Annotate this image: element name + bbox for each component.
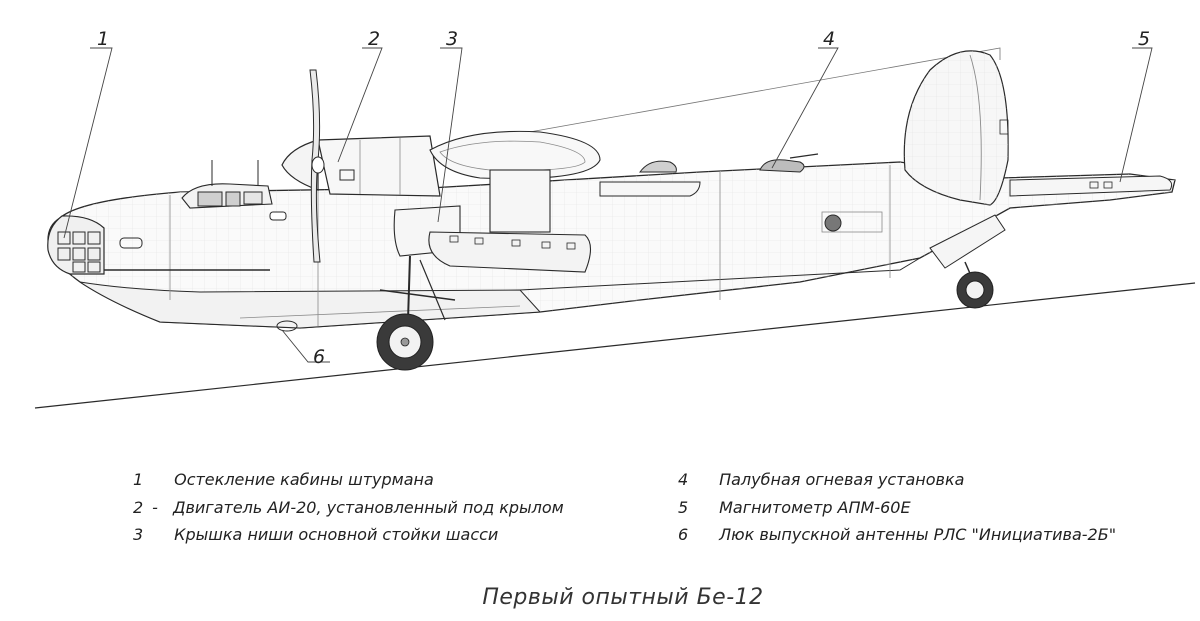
legend-label: Магнитометр АПМ-60Е	[719, 498, 911, 517]
magnetometer-boom	[1009, 175, 1173, 197]
legend-label: Остекление кабины штурмана	[174, 470, 434, 489]
engine-nacelle	[281, 135, 441, 197]
legend-number: 5	[678, 498, 689, 517]
ground-line	[34, 282, 1196, 409]
legend-number: 6	[678, 525, 689, 544]
legend-item-6: 6 Люк выпускной антенны РЛС "Инициатива-…	[678, 525, 1116, 544]
landing-gear-bay	[379, 169, 592, 321]
legend-label: Люк выпускной антенны РЛС "Инициатива-2Б…	[719, 525, 1117, 544]
propeller	[309, 69, 325, 263]
legend-number: 2	[133, 498, 144, 517]
main-wheel	[376, 313, 434, 371]
legend-label: Палубная огневая установка	[719, 470, 965, 489]
callout-number-3: 3	[446, 28, 459, 50]
legend-number: 3	[133, 525, 144, 544]
tail-fin	[903, 50, 1009, 206]
callout-number-4: 4	[823, 28, 836, 50]
legend-item-3: 3 Крышка ниши основной стойки шасси	[133, 525, 498, 544]
legend-item-2: 2 - Двигатель АИ-20, установленный под к…	[133, 498, 564, 517]
legend-label: Крышка ниши основной стойки шасси	[174, 525, 499, 544]
legend-item-5: 5 Магнитометр АПМ-60Е	[678, 498, 911, 517]
tail-wheel	[956, 261, 994, 309]
navigator-glazing	[47, 215, 105, 275]
leader-lines	[63, 47, 1153, 363]
drawing-title: Первый опытный Бе-12	[482, 585, 764, 610]
dorsal-turret	[639, 153, 819, 173]
legend-label: Двигатель АИ-20, установленный под крыло…	[172, 498, 564, 517]
callout-number-2: 2	[368, 28, 381, 50]
callout-number-1: 1	[97, 28, 110, 50]
legend-dash: -	[152, 498, 158, 517]
callout-number-5: 5	[1138, 28, 1151, 50]
wing-root	[429, 130, 701, 197]
callout-number-6: 6	[313, 346, 326, 368]
cockpit-canopy	[181, 160, 287, 221]
legend-item-1: 1 Остекление кабины штурмана	[133, 470, 434, 489]
legend-number: 1	[133, 470, 144, 489]
antenna-wire	[439, 47, 1001, 149]
fuselage	[47, 161, 1176, 332]
legend-item-4: 4 Палубная огневая установка	[678, 470, 964, 489]
legend-number: 4	[678, 470, 689, 489]
